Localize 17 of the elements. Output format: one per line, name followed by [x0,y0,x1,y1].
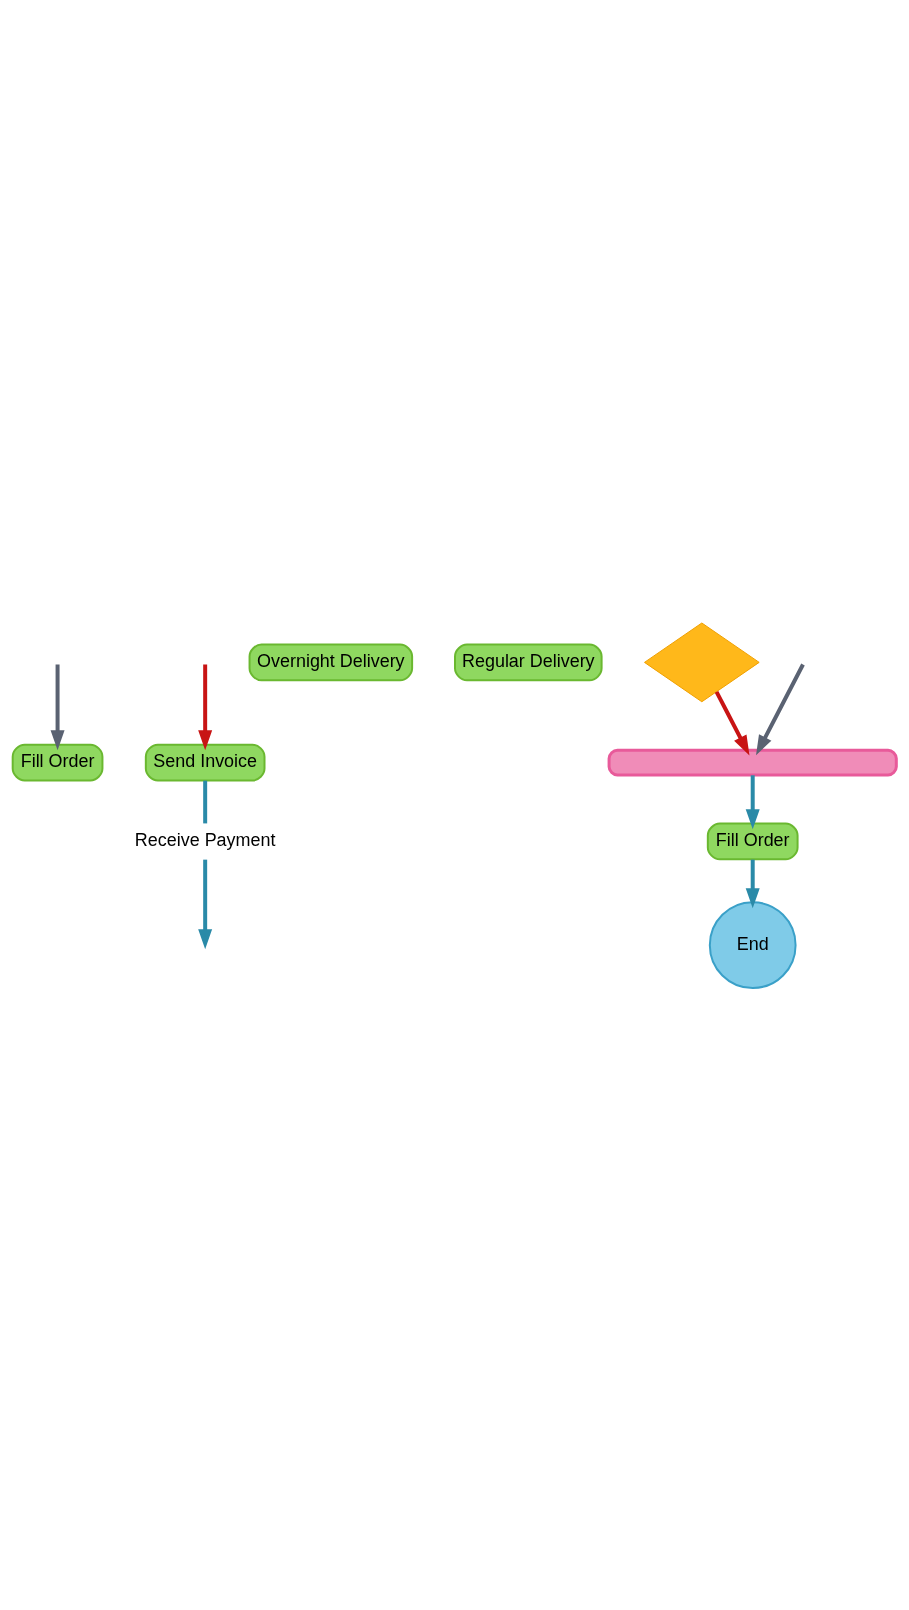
arrow [745,774,760,829]
node-circle: End [708,900,797,989]
arrow [714,690,750,755]
arrow [745,859,760,908]
node-box: Send Invoice [144,743,266,782]
node-diamond [644,622,760,702]
connector [203,780,208,823]
node-box: Fill Order [706,821,799,860]
node-box: Regular Delivery [454,642,603,681]
node-box: Overnight Delivery [248,642,414,681]
arrow [198,859,213,949]
node-box: Fill Order [11,743,104,782]
arrow [756,663,805,755]
arrow [50,664,65,750]
node-text: Receive Payment [134,829,276,850]
node-bar [607,748,898,777]
arrow [198,664,213,750]
